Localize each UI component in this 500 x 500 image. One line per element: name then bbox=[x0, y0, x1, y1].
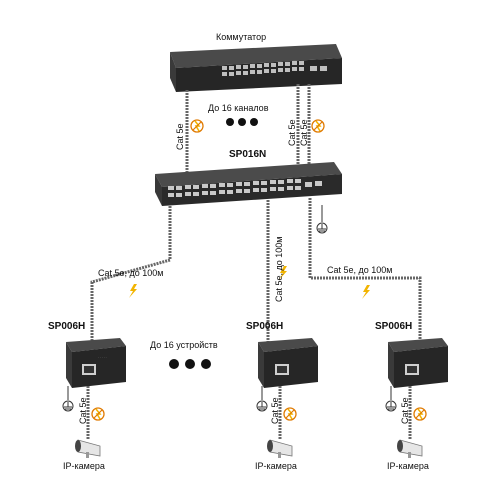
ip-camera-icon bbox=[75, 439, 101, 458]
uplink-cable-label-left: Cat 5e bbox=[175, 123, 185, 150]
ip-camera-icon bbox=[267, 439, 293, 458]
device-model-left: SP006H bbox=[48, 321, 86, 332]
switch-label: Коммутатор bbox=[216, 32, 267, 42]
hub-model-label: SP016N bbox=[229, 149, 267, 160]
channels-label: До 16 каналов bbox=[208, 103, 269, 113]
ground-icon bbox=[385, 386, 397, 412]
uplink-cable-label-right-1: Cat 5e bbox=[287, 119, 297, 146]
device-model-right: SP006H bbox=[375, 321, 413, 332]
device-model-middle: SP006H bbox=[246, 321, 284, 332]
power-bolt-icon bbox=[129, 284, 137, 298]
switch-device bbox=[170, 44, 342, 92]
hub-device bbox=[155, 162, 342, 206]
channel-ellipsis bbox=[226, 118, 258, 126]
ip-camera-icon bbox=[397, 439, 423, 458]
link-cables bbox=[90, 198, 422, 345]
ground-icon bbox=[62, 386, 74, 412]
no-power-icon bbox=[190, 119, 204, 133]
link-label-right: Cat 5e, до 100м bbox=[327, 265, 393, 275]
no-power-icon bbox=[311, 119, 325, 133]
no-power-icon bbox=[283, 407, 297, 421]
uplink-cables bbox=[185, 84, 311, 172]
camera-label-right: IP-камера bbox=[387, 461, 429, 471]
uplink-cable-label-right-2: Cat 5e bbox=[299, 119, 309, 146]
power-bolt-icon bbox=[279, 266, 287, 280]
link-label-middle: Cat 5e, до 100м bbox=[274, 236, 284, 302]
extender-device-left: . . . . . bbox=[66, 338, 126, 388]
link-label-left: Cat 5e, до 100м bbox=[98, 268, 164, 278]
ground-icon bbox=[256, 386, 268, 412]
power-bolt-icon bbox=[362, 285, 370, 299]
device-ellipsis bbox=[169, 359, 211, 369]
no-power-icon bbox=[91, 407, 105, 421]
extender-device-middle bbox=[258, 338, 318, 388]
devices-count-label: До 16 устройств bbox=[150, 340, 218, 350]
ground-icon bbox=[316, 205, 328, 234]
camera-cable-label-right: Cat 5e bbox=[400, 397, 410, 424]
svg-text:. . . . .: . . . . . bbox=[98, 355, 107, 359]
camera-cable-label-left: Cat 5e bbox=[78, 397, 88, 424]
camera-cable-label-middle: Cat 5e bbox=[270, 397, 280, 424]
extender-device-right bbox=[388, 338, 448, 388]
no-power-icon bbox=[413, 407, 427, 421]
camera-cables bbox=[86, 386, 412, 440]
camera-label-left: IP-камера bbox=[63, 461, 105, 471]
camera-label-middle: IP-камера bbox=[255, 461, 297, 471]
